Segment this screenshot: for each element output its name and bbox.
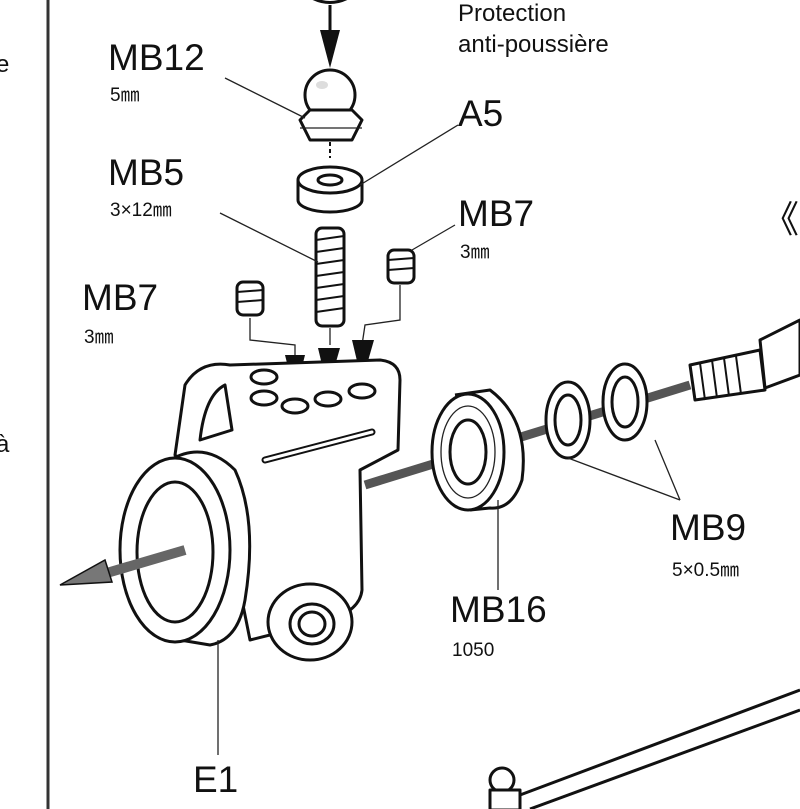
size-mb16: 1050: [452, 640, 494, 661]
size-mb7-right: 3㎜: [460, 242, 490, 263]
drive-axle: [688, 318, 800, 402]
left-fragment-a: à: [0, 431, 10, 458]
label-mb7-right: MB7: [458, 193, 534, 234]
dust-cover-subtitle: anti-poussière: [458, 31, 609, 58]
leader-lines: [217, 77, 681, 755]
label-mb16: MB16: [450, 589, 547, 630]
size-mb5: 3×12㎜: [110, 200, 172, 221]
dust-cover-a5: [296, 165, 364, 214]
label-mb5: MB5: [108, 152, 184, 193]
set-screw-mb7-left: [235, 280, 265, 317]
ball-stud-mb12: [298, 68, 364, 158]
size-mb12: 5㎜: [110, 85, 140, 106]
screw-mb5: [314, 226, 346, 328]
dust-cover-title: Protection: [458, 0, 566, 27]
set-screw-mb7-right: [386, 248, 416, 285]
size-mb7-left: 3㎜: [84, 327, 114, 348]
shims-mb9: [544, 362, 649, 460]
knuckle-e1: [118, 358, 402, 662]
label-a5: A5: [458, 93, 503, 134]
label-mb12: MB12: [108, 37, 205, 78]
size-mb9: 5×0.5㎜: [672, 560, 739, 581]
label-mb7-left: MB7: [82, 277, 158, 318]
label-mb9: MB9: [670, 507, 746, 548]
insert-arrow-top: [312, 0, 348, 68]
label-e1: E1: [193, 759, 238, 800]
section-marker: 《L: [762, 199, 800, 240]
bearing-mb16: [430, 388, 525, 512]
left-fragment-e: e: [0, 51, 9, 78]
tie-rod: [488, 688, 800, 809]
